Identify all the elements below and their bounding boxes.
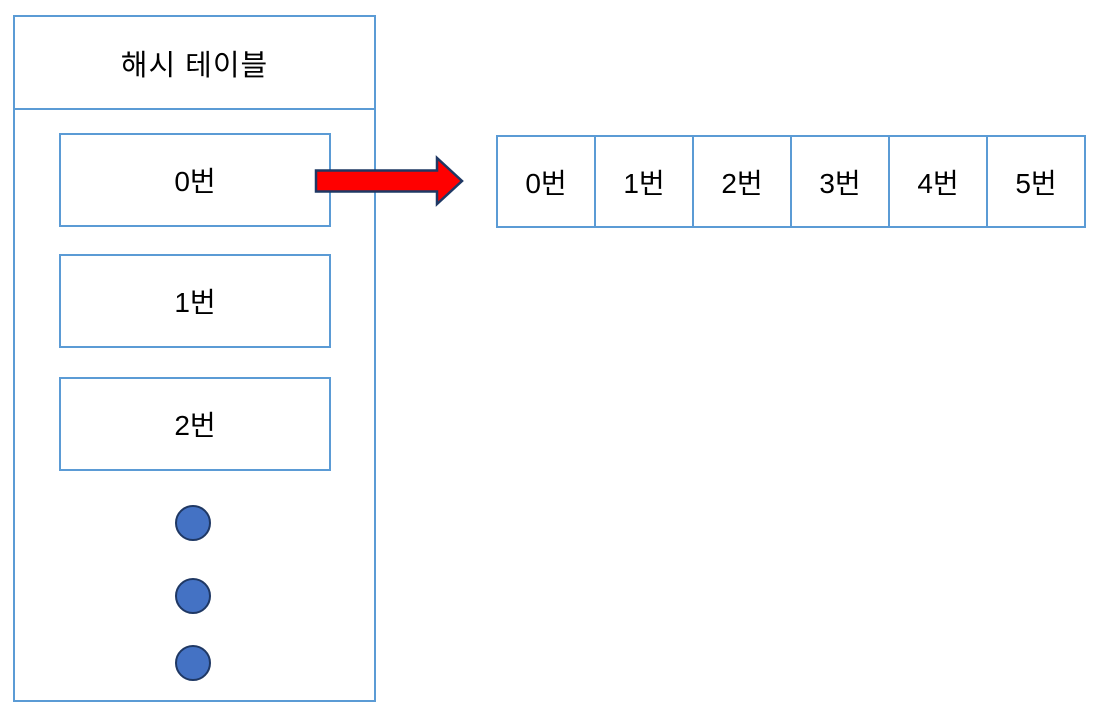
ellipsis-dot xyxy=(175,645,211,681)
hash-bucket-1: 1번 xyxy=(59,254,331,348)
ellipsis-dot xyxy=(175,505,211,541)
array-cell-1: 1번 xyxy=(594,135,694,228)
array-cell-2: 2번 xyxy=(692,135,792,228)
array-cell-5: 5번 xyxy=(986,135,1086,228)
red-arrow-shape xyxy=(314,155,464,207)
array-cell-row: 0번 1번 2번 3번 4번 5번 xyxy=(496,135,1086,228)
hash-table-title: 해시 테이블 xyxy=(15,17,374,110)
red-arrow-right-icon xyxy=(314,155,464,207)
hash-bucket-2: 2번 xyxy=(59,377,331,471)
array-cell-0: 0번 xyxy=(496,135,596,228)
hash-bucket-0: 0번 xyxy=(59,133,331,227)
ellipsis-dot xyxy=(175,578,211,614)
array-cell-4: 4번 xyxy=(888,135,988,228)
array-cell-3: 3번 xyxy=(790,135,890,228)
